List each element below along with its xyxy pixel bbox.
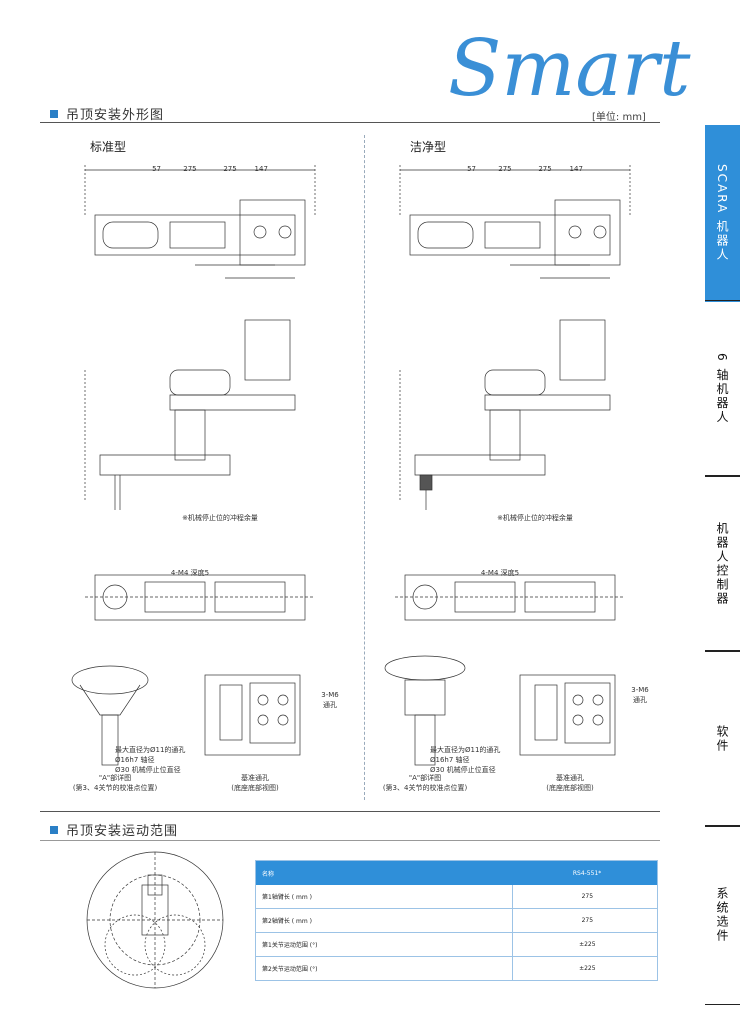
standard-m4-label: 4-M4 深度5 bbox=[170, 569, 210, 577]
spec-row-value: 275 bbox=[511, 908, 658, 933]
variant-standard-label: 标准型 bbox=[90, 140, 127, 154]
tab-system-options[interactable]: 系统选件 bbox=[705, 825, 740, 1005]
spec-row-value: ±225 bbox=[511, 956, 658, 981]
spec-row-label: 第2关节运动范围 (°) bbox=[255, 956, 513, 981]
spec-row-value: ±225 bbox=[511, 932, 658, 957]
table-row: 第1轴臂长 ( mm ) 275 bbox=[255, 885, 658, 909]
category-sidebar: SCARA 机器人 6 轴机器人 机器人控制器 软件 系统选件 bbox=[705, 125, 740, 1005]
tab-software[interactable]: 软件 bbox=[705, 650, 740, 827]
section-rule bbox=[40, 122, 660, 123]
section-bullet-icon bbox=[50, 826, 58, 834]
standard-top-dims: 57 275 275 147 bbox=[152, 165, 268, 173]
cleanroom-top-view-drawing bbox=[390, 160, 670, 300]
cleanroom-detail-a-drawing bbox=[375, 650, 475, 770]
standard-base-caption: 基准通孔(底座底部视图) bbox=[231, 774, 279, 792]
cleanroom-base-drawing bbox=[510, 655, 630, 765]
table-row: 第1关节运动范围 (°) ±225 bbox=[255, 932, 658, 957]
standard-top-view-drawing bbox=[75, 160, 355, 300]
section-bullet-icon bbox=[50, 110, 58, 118]
section2-rule bbox=[40, 840, 660, 841]
standard-base-drawing bbox=[195, 655, 315, 765]
section-title-range: 吊顶安装运动范围 bbox=[50, 820, 178, 839]
standard-side-view-drawing bbox=[80, 310, 350, 510]
variant-cleanroom-label: 洁净型 bbox=[410, 140, 447, 154]
variant-divider bbox=[364, 135, 365, 800]
standard-bottom-arm-drawing bbox=[85, 560, 325, 635]
spec-row-label: 第1关节运动范围 (°) bbox=[255, 932, 513, 957]
spec-row-label: 第2轴臂长 ( mm ) bbox=[255, 908, 513, 933]
table-row: 第2关节运动范围 (°) ±225 bbox=[255, 956, 658, 981]
unit-label: [单位: mm] bbox=[592, 112, 646, 123]
spec-row-label: 第1轴臂长 ( mm ) bbox=[255, 885, 513, 909]
brand-logo: Smart bbox=[430, 0, 730, 120]
section2-rule-top bbox=[40, 811, 660, 812]
standard-detail-a-drawing bbox=[60, 655, 170, 770]
tab-robot-controller[interactable]: 机器人控制器 bbox=[705, 475, 740, 652]
cleanroom-bottom-arm-drawing bbox=[395, 560, 635, 635]
spec-table-header: 名称 RS4-551* bbox=[255, 860, 658, 885]
cleanroom-side-view-drawing bbox=[395, 310, 665, 510]
spec-row-value: 275 bbox=[511, 885, 658, 909]
spec-table: 名称 RS4-551* 第1轴臂长 ( mm ) 275 第2轴臂长 ( mm … bbox=[255, 860, 658, 981]
standard-detail-a-caption: "A"部详图(第3、4关节的校准点位置) bbox=[72, 774, 158, 792]
tab-6-axis-robot[interactable]: 6 轴机器人 bbox=[705, 300, 740, 477]
cleanroom-top-dims: 57 275 275 147 bbox=[467, 165, 583, 173]
section-title-mounting: 吊顶安装外形图 bbox=[50, 104, 164, 123]
cleanroom-detail-a-caption: "A"部详图(第3、4关节的校准点位置) bbox=[382, 774, 468, 792]
cleanroom-mech-stop-note: ※机械停止位的冲程余量 bbox=[497, 514, 573, 522]
spec-header-name: 名称 bbox=[255, 860, 513, 885]
brand-logo-text: Smart bbox=[448, 24, 691, 114]
tab-scara-robot[interactable]: SCARA 机器人 bbox=[705, 125, 740, 302]
spec-header-model: RS4-551* bbox=[512, 860, 658, 885]
motion-range-diagram bbox=[80, 845, 230, 995]
standard-mech-stop-note: ※机械停止位的冲程余量 bbox=[182, 514, 258, 522]
cleanroom-base-caption: 基准通孔(底座底部视图) bbox=[546, 774, 594, 792]
table-row: 第2轴臂长 ( mm ) 275 bbox=[255, 908, 658, 933]
cleanroom-m4-label: 4-M4 深度5 bbox=[480, 569, 520, 577]
